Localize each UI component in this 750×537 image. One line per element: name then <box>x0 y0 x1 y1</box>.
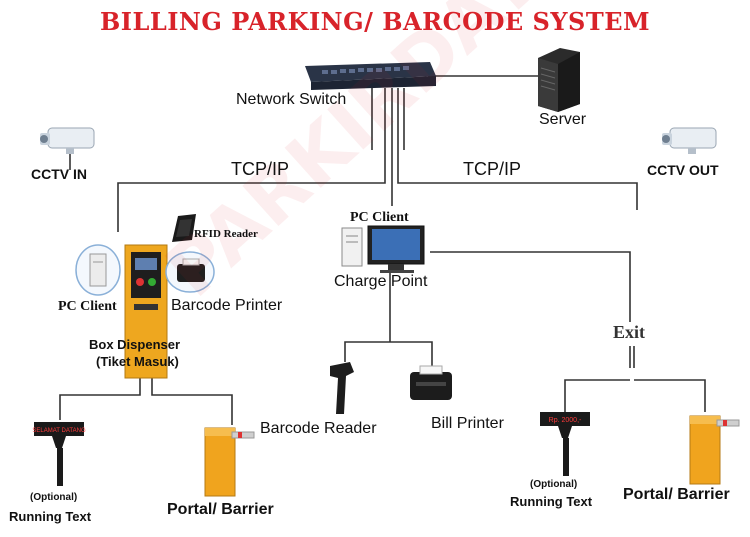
exit-label: Exit <box>613 322 646 342</box>
line-box-to-running-text <box>59 378 141 420</box>
optional-right-label: (Optional) <box>530 479 578 490</box>
barcode-printer-icon <box>165 251 215 293</box>
bill-printer-label: Bill Printer <box>431 415 504 432</box>
rfid-reader-icon <box>172 214 196 242</box>
portal-barrier-left-label: Portal/ Barrier <box>167 501 274 518</box>
pc-client-left-icon <box>75 244 121 296</box>
running-text-left-label: Running Text <box>9 509 92 524</box>
cctv-out-label: CCTV OUT <box>647 162 719 178</box>
box-dispenser-icon <box>124 244 168 379</box>
running-text-right-sign-text: Rp. 2000,- <box>549 417 582 424</box>
box-dispenser-label: Box Dispenser <box>89 337 181 352</box>
bill-printer-icon <box>410 365 452 400</box>
line-exit-to-running-text <box>564 379 630 412</box>
line-switch-to-left <box>117 88 386 232</box>
line-box-to-barrier <box>151 378 233 425</box>
line-switch-to-right <box>397 88 638 210</box>
running-text-left-icon <box>34 422 84 486</box>
network-switch-icon <box>305 62 436 90</box>
rfid-reader-label: RFID Reader <box>194 228 258 240</box>
line-switch-extra <box>371 88 405 150</box>
tcpip-left-label: TCP/IP <box>231 159 290 179</box>
running-text-left-sign-text: SELAMAT DATANG <box>32 428 86 434</box>
barrier-left-icon <box>204 427 255 497</box>
charge-point-label: Charge Point <box>334 273 428 290</box>
pc-client-left-label: PC Client <box>58 299 117 314</box>
server-icon <box>538 48 580 112</box>
tcpip-right-label: TCP/IP <box>463 159 522 179</box>
pc-client-center-label: PC Client <box>350 210 409 225</box>
line-exit-branch <box>629 346 635 368</box>
portal-barrier-right-label: Portal/ Barrier <box>623 486 730 503</box>
pc-client-center-icon <box>341 225 425 273</box>
cctv-out-icon <box>662 127 717 154</box>
optional-left-label: (Optional) <box>30 492 78 503</box>
box-dispenser-sublabel: (Tiket Masuk) <box>96 354 179 369</box>
line-pc-client-to-peripherals <box>344 268 433 366</box>
running-text-right-icon <box>540 412 590 476</box>
cctv-in-icon <box>40 127 95 154</box>
page-title: BILLING PARKING/ BARCODE SYSTEM <box>99 7 651 36</box>
cctv-in-label: CCTV IN <box>31 166 87 182</box>
barcode-printer-label: Barcode Printer <box>171 297 283 314</box>
connection-lines <box>59 75 706 425</box>
barcode-reader-label: Barcode Reader <box>260 420 377 437</box>
running-text-right-label: Running Text <box>510 494 593 509</box>
barrier-right-icon <box>689 415 740 485</box>
barcode-reader-icon <box>330 362 354 414</box>
network-switch-label: Network Switch <box>236 91 347 108</box>
server-label: Server <box>539 111 587 128</box>
line-exit-to-barrier <box>634 379 706 412</box>
line-pc-client-to-exit <box>430 251 631 322</box>
